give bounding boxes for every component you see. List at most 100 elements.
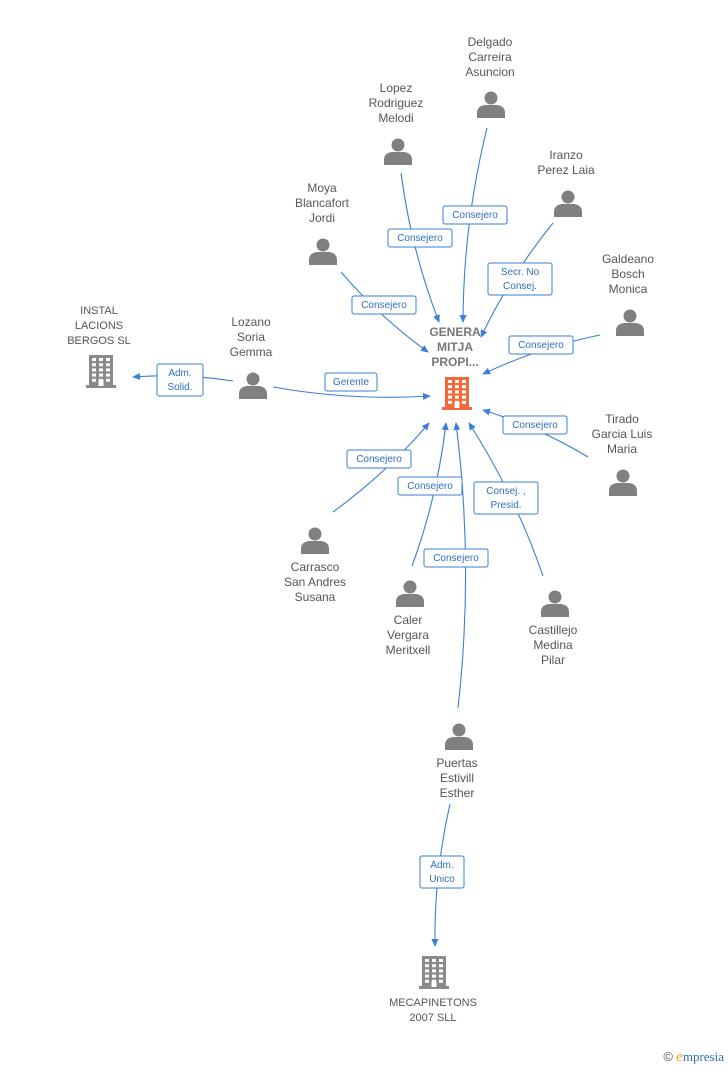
node-label-line: Meritxell xyxy=(386,643,431,657)
node-label-line: Jordi xyxy=(309,211,335,225)
edge-label-text: Consej. xyxy=(503,281,537,292)
edge-label-box xyxy=(508,335,574,355)
edge-label-galdeano-center[interactable]: Consejero xyxy=(508,335,574,355)
building-icon xyxy=(419,956,449,989)
node-label-line: Asuncion xyxy=(465,65,514,79)
edge-label-box xyxy=(324,372,378,392)
edge-label-text: Consejero xyxy=(512,420,558,431)
edge-label-text: Adm. xyxy=(168,368,191,379)
edge-label-box xyxy=(397,476,463,496)
person-icon xyxy=(239,372,267,399)
node-label-line: MITJA xyxy=(437,340,473,354)
person-icon xyxy=(396,580,424,607)
person-icon xyxy=(609,469,637,496)
node-label-line: Garcia Luis xyxy=(592,427,653,441)
edge-label-iranzo-center[interactable]: Secr. No Consej. xyxy=(487,262,553,296)
edge-label-text: Presid. xyxy=(490,500,521,511)
edge-label-lozano-center[interactable]: Gerente xyxy=(324,372,378,392)
edge-label-box xyxy=(156,363,204,397)
node-label-line: GENERA xyxy=(429,325,481,339)
node-label-line: Estivill xyxy=(440,771,474,785)
node-label-line: Iranzo xyxy=(549,148,583,162)
building-icon xyxy=(442,377,472,410)
node-label-line: Susana xyxy=(295,590,336,604)
node-label-line: Puertas xyxy=(436,756,477,770)
edge-label-box xyxy=(473,481,539,515)
edge-label-text: Adm. xyxy=(430,860,453,871)
person-icon xyxy=(541,590,569,617)
node-label-line: Rodriguez xyxy=(369,96,424,110)
edge-label-delgado-center[interactable]: Consejero xyxy=(442,205,508,225)
node-label-line: Galdeano xyxy=(602,252,654,266)
edge-label-puertas-center[interactable]: Consejero xyxy=(423,548,489,568)
brand-watermark: © empresia xyxy=(663,1049,724,1066)
edge-label-text: Consejero xyxy=(407,481,453,492)
node-label-line: Perez Laia xyxy=(537,163,595,177)
node-label-line: Monica xyxy=(609,282,648,296)
edge-label-text: Gerente xyxy=(333,377,370,388)
edge-label-text: Consejero xyxy=(397,233,443,244)
edge-line-delgado-center xyxy=(459,127,488,323)
node-label-line: Vergara xyxy=(387,628,429,642)
brand-name: mpresia xyxy=(682,1049,724,1064)
edge-label-text: Consejero xyxy=(361,300,407,311)
person-icon xyxy=(309,238,337,265)
edge-label-caler-center[interactable]: Consejero xyxy=(397,476,463,496)
person-icon xyxy=(554,190,582,217)
edge-line-lozano-center xyxy=(272,386,431,400)
edge-label-text: Secr. No xyxy=(501,267,540,278)
node-label-line: Gemma xyxy=(230,345,273,359)
edge-label-text: Solid. xyxy=(167,382,192,393)
edge-line-moya-center xyxy=(340,271,429,353)
edge-label-lozano-instal[interactable]: Adm. Solid. xyxy=(156,363,204,397)
edge-label-tirado-center[interactable]: Consejero xyxy=(502,415,568,435)
node-label-line: Maria xyxy=(607,442,637,456)
node-label-line: Bosch xyxy=(611,267,644,281)
edge-label-carrasco-center[interactable]: Consejero xyxy=(346,449,412,469)
edge-line-carrasco-center xyxy=(332,422,430,513)
person-icon xyxy=(616,309,644,336)
edge-label-castillejo-center[interactable]: Consej. ,Presid. xyxy=(473,481,539,515)
edge-label-text: Consejero xyxy=(452,210,498,221)
node-label-line: INSTAL xyxy=(80,305,118,317)
edge-label-box xyxy=(351,295,417,315)
edge-label-box xyxy=(419,855,465,889)
node-label-line: LACIONS xyxy=(75,320,123,332)
edge-label-puertas-mecapinetons[interactable]: Adm.Unico xyxy=(419,855,465,889)
node-label-line: Tirado xyxy=(605,412,639,426)
edge-label-box xyxy=(502,415,568,435)
person-icon xyxy=(384,138,412,165)
person-icon xyxy=(477,91,505,118)
edge-line-caler-center xyxy=(411,422,449,567)
edge-label-text: Consejero xyxy=(518,340,564,351)
node-label-line: Carrasco xyxy=(291,560,340,574)
edge-label-box xyxy=(423,548,489,568)
brand-initial: e xyxy=(676,1049,683,1065)
edge-label-lopez-center[interactable]: Consejero xyxy=(387,228,453,248)
edge-lines xyxy=(132,127,601,947)
node-label-line: PROPI... xyxy=(431,355,478,369)
node-label-line: Melodi xyxy=(378,111,413,125)
node-label-line: Carreira xyxy=(468,50,512,64)
edge-label-moya-center[interactable]: Consejero xyxy=(351,295,417,315)
edge-label-box xyxy=(387,228,453,248)
center-company-node[interactable]: GENERAMITJAPROPI... xyxy=(429,325,481,410)
edge-label-box xyxy=(487,262,553,296)
node-label-line: Delgado xyxy=(468,35,513,49)
